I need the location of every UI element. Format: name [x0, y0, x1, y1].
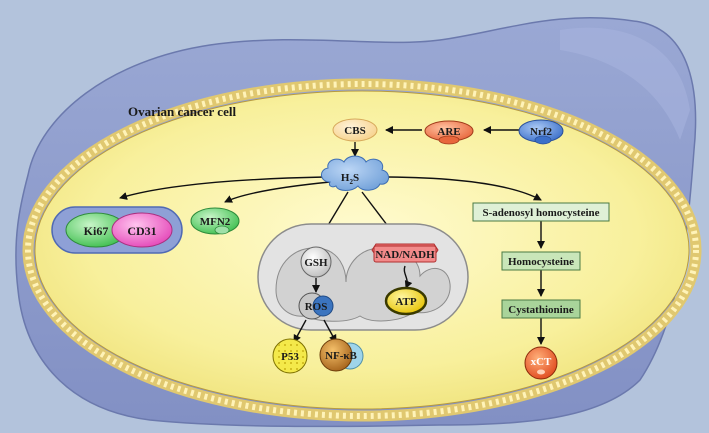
ki67-label: Ki67: [84, 224, 109, 238]
are-node: ARE: [424, 120, 474, 145]
svg-text:MFN2: MFN2: [200, 216, 231, 228]
svg-text:NAD/NADH: NAD/NADH: [375, 249, 435, 261]
arrow-nad-atp: [403, 265, 413, 289]
svg-text:P53: P53: [281, 351, 299, 363]
nfkb-node: NF-κB: [319, 338, 364, 372]
svg-text:Homocysteine: Homocysteine: [508, 256, 574, 268]
nad-node: NAD/NADH: [371, 243, 439, 263]
mfn2-node: MFN2: [190, 207, 240, 235]
gsh-node: GSH: [300, 246, 332, 278]
arrow-ros-nfkb: [323, 319, 337, 343]
svg-text:ROS: ROS: [305, 301, 328, 313]
sah-box: S-adenosyl homocysteine: [472, 202, 610, 222]
svg-text:ATP: ATP: [395, 296, 416, 308]
svg-text:H2S: H2S: [341, 172, 359, 186]
arrow-h2s-sah: [387, 176, 542, 201]
cystathionine-box: Cystathionine: [501, 299, 581, 319]
arrow-h2s-ki67: [119, 176, 326, 200]
ki67-cd31-group: Ki67 CD31: [51, 206, 183, 254]
svg-text:Nrf2: Nrf2: [530, 126, 552, 138]
nrf2-node: Nrf2: [518, 119, 564, 145]
svg-text:NF-κB: NF-κB: [325, 350, 357, 362]
cell-label: Ovarian cancer cell: [128, 104, 236, 119]
ros-node: ROS: [298, 292, 334, 320]
homocysteine-box: Homocysteine: [501, 251, 581, 271]
svg-text:S-adenosyl homocysteine: S-adenosyl homocysteine: [482, 207, 599, 219]
svg-text:ARE: ARE: [437, 126, 460, 138]
mitochondrion: [257, 223, 469, 331]
p53-node: P53: [272, 338, 308, 374]
svg-text:CBS: CBS: [344, 125, 365, 137]
atp-node: ATP: [384, 286, 428, 316]
svg-text:GSH: GSH: [304, 257, 328, 269]
arrow-ros-p53: [293, 319, 307, 343]
h2s-node: H2S: [321, 155, 389, 191]
cbs-node: CBS: [332, 118, 378, 142]
svg-text:xCT: xCT: [531, 356, 552, 368]
svg-text:Cystathionine: Cystathionine: [508, 304, 574, 316]
xct-node: xCT: [524, 346, 558, 380]
arrow-h2s-mfn2: [224, 181, 331, 203]
cd31-label: CD31: [127, 224, 156, 238]
